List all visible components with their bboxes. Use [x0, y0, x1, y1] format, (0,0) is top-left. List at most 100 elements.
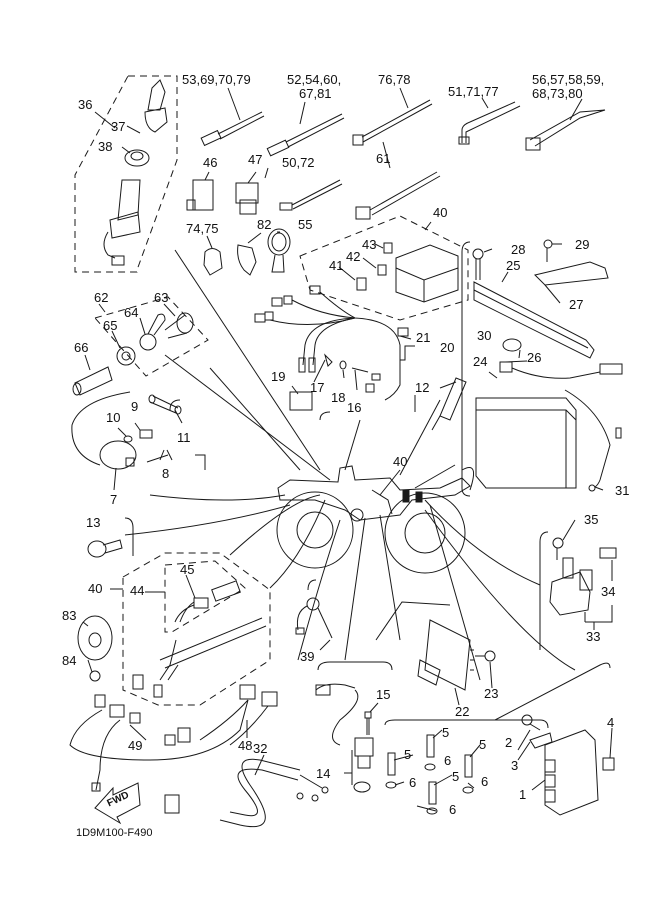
- fuse-34: [599, 547, 617, 559]
- callout-6-c: 6: [481, 774, 489, 789]
- group-44-box: [164, 560, 246, 633]
- sensor-14: [315, 683, 374, 793]
- callout-11: 11: [177, 430, 191, 445]
- ignition-body: [103, 179, 141, 266]
- group-40-harness-box: [122, 552, 271, 706]
- callout-22: 22: [455, 704, 470, 719]
- callout-26: 26: [527, 350, 542, 365]
- callout-6-d: 6: [449, 802, 457, 817]
- callout-41: 41: [329, 258, 344, 273]
- callout-5-d: 5: [452, 769, 460, 784]
- relay-47: [235, 182, 259, 215]
- callout-46: 46: [203, 155, 218, 170]
- callout-82: 82: [257, 217, 272, 232]
- rectifier-22: [417, 619, 474, 691]
- battery-24: [475, 397, 577, 489]
- sensor-39: [295, 597, 333, 639]
- callout-38: 38: [98, 139, 113, 154]
- leader-lines: [82, 87, 613, 812]
- callout-23: 23: [484, 686, 499, 701]
- socket-63: [164, 312, 194, 339]
- callout-44: 44: [130, 583, 145, 598]
- callout-66: 66: [74, 340, 89, 355]
- callout-52-54-60: 52,54,60,: [287, 72, 342, 87]
- cable-31: [564, 389, 622, 492]
- cable-tie-51: [458, 101, 521, 145]
- harness-49: [69, 694, 249, 792]
- cable-30: [499, 361, 623, 379]
- cable-tie-53: [200, 111, 265, 147]
- callout-42: 42: [346, 249, 361, 264]
- callout-40-atv: 40: [393, 454, 408, 469]
- callout-76-78: 76,78: [378, 72, 411, 87]
- callout-33: 33: [586, 629, 601, 644]
- callout-25: 25: [506, 258, 521, 273]
- bolt-15: [364, 711, 372, 735]
- group-40-fuse-box: [299, 215, 469, 321]
- callout-65: 65: [103, 318, 118, 333]
- bolt-35: [552, 537, 564, 560]
- callout-28: 28: [511, 242, 526, 257]
- harness-45: [174, 580, 241, 623]
- group-36-ignition-switch-box: [74, 75, 178, 273]
- callout-3: 3: [511, 758, 519, 773]
- callout-6-b: 6: [444, 753, 452, 768]
- fuse-43: [383, 242, 393, 254]
- clamp-82: [237, 244, 257, 276]
- callout-19: 19: [271, 369, 286, 384]
- callout-10: 10: [106, 410, 121, 425]
- callout-4: 4: [607, 715, 615, 730]
- callout-13: 13: [86, 515, 101, 530]
- plate-27: [534, 261, 609, 286]
- callout-12: 12: [415, 380, 430, 395]
- callout-6-a: 6: [409, 775, 417, 790]
- cap-64: [139, 313, 166, 351]
- callout-34: 34: [601, 584, 616, 599]
- bolt-8: [146, 449, 173, 463]
- callout-32: 32: [253, 741, 268, 756]
- horn-83: [77, 615, 113, 661]
- clip-74: [203, 248, 223, 276]
- callout-55: 55: [298, 217, 313, 232]
- ignition-key: [144, 79, 168, 133]
- washer-10: [123, 435, 133, 443]
- nut-4: [602, 757, 615, 771]
- callout-27: 27: [569, 297, 584, 312]
- catalog-code: 1D9M100-F490: [76, 827, 153, 839]
- callout-1: 1: [519, 787, 527, 802]
- cap-26: [502, 338, 522, 352]
- callout-5-b: 5: [442, 725, 450, 740]
- callout-30: 30: [477, 328, 492, 343]
- callout-2: 2: [505, 735, 513, 750]
- callout-62: 62: [94, 290, 109, 305]
- spark-plug: [431, 377, 467, 431]
- callout-40-fusebox: 40: [433, 205, 448, 220]
- sensor-5-set: [385, 734, 474, 815]
- callout-21: 21: [416, 330, 431, 345]
- callout-5-a: 5: [404, 747, 412, 762]
- cable-tie-76: [352, 99, 433, 146]
- bolt-84: [89, 670, 101, 682]
- ecu-1: [544, 729, 599, 816]
- harness-32: [164, 758, 329, 828]
- bolt-28: [472, 248, 484, 280]
- callout-56-57-58-59: 56,57,58,59,: [532, 72, 605, 87]
- fuse-42: [377, 264, 387, 276]
- atv-illustration: [276, 465, 471, 574]
- band-55: [267, 228, 291, 273]
- callout-49: 49: [128, 738, 143, 753]
- cable-tie-52: [266, 113, 345, 157]
- callout-5-c: 5: [479, 737, 487, 752]
- callout-68-73-80: 68,73,80: [532, 86, 583, 101]
- bracket-outlines: [124, 241, 611, 729]
- sub-harness: [254, 285, 409, 411]
- callout-83: 83: [62, 608, 77, 623]
- callout-9: 9: [131, 399, 139, 414]
- callout-63: 63: [154, 290, 169, 305]
- callout-64: 64: [124, 305, 139, 320]
- callout-14: 14: [316, 766, 331, 781]
- nut-65: [116, 346, 136, 366]
- fwd-arrow-icon: [94, 782, 141, 825]
- hose-11: [148, 394, 182, 415]
